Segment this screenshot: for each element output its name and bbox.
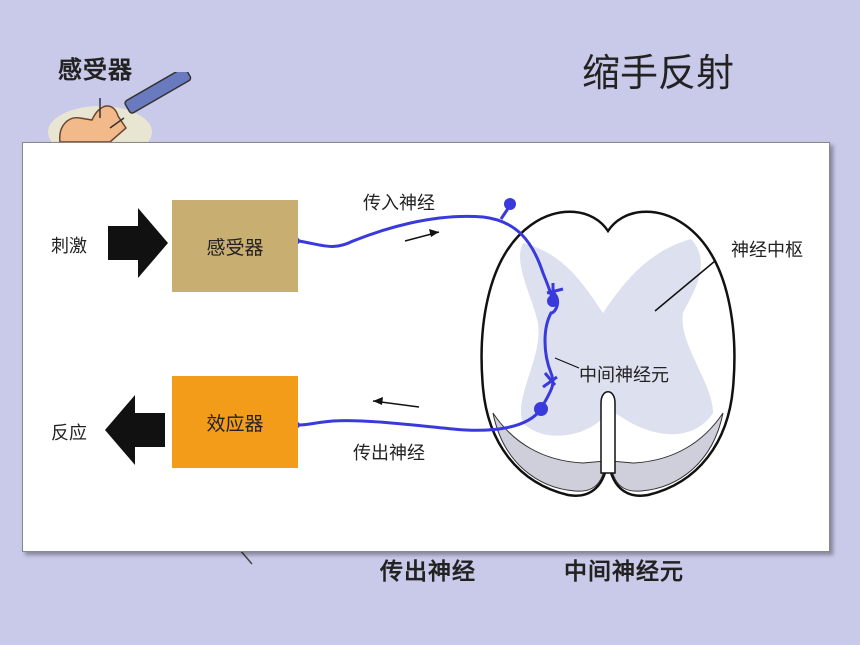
receptor-box: 感受器 [172, 200, 298, 292]
central-canal [600, 391, 616, 474]
interneuron-label: 中间神经元 [579, 365, 669, 386]
bg-interneuron-label: 中间神经元 [564, 559, 684, 585]
cns-pointer [654, 260, 716, 312]
effector-label: 效应器 [206, 412, 264, 435]
lower-left-region [492, 412, 606, 492]
reflex-arc-diagram: 感受器 效应器 刺激 反应 传入神经 传出神经 神经中枢 中间神经元 [22, 142, 830, 552]
interneuron-pointer [554, 357, 580, 369]
efferent-direction-arrow [372, 397, 420, 408]
efferent-nerve [298, 408, 543, 432]
stimulus-arrow [108, 208, 168, 278]
response-label: 反应 [51, 423, 87, 444]
response-arrow [105, 395, 165, 465]
receptor-label: 感受器 [206, 236, 264, 259]
efferent-nerve-label: 传出神经 [353, 443, 425, 464]
lower-right-region [610, 412, 724, 492]
cns-label: 神经中枢 [731, 240, 803, 261]
afferent-ganglion [504, 198, 516, 210]
afferent-nerve-label: 传入神经 [363, 193, 435, 214]
afferent-nerve [298, 214, 555, 304]
slide-title: 缩手反射 [582, 51, 735, 95]
gray-matter [520, 239, 713, 436]
bg-efferent-label: 传出神经 [380, 559, 476, 585]
effector-box: 效应器 [172, 376, 298, 468]
afferent-direction-arrow [404, 229, 440, 242]
hand-needle-illustration [48, 72, 192, 152]
stimulus-label: 刺激 [51, 236, 87, 257]
bg-pointer-line [239, 549, 253, 565]
bg-receptor-label: 感受器 [58, 56, 133, 84]
